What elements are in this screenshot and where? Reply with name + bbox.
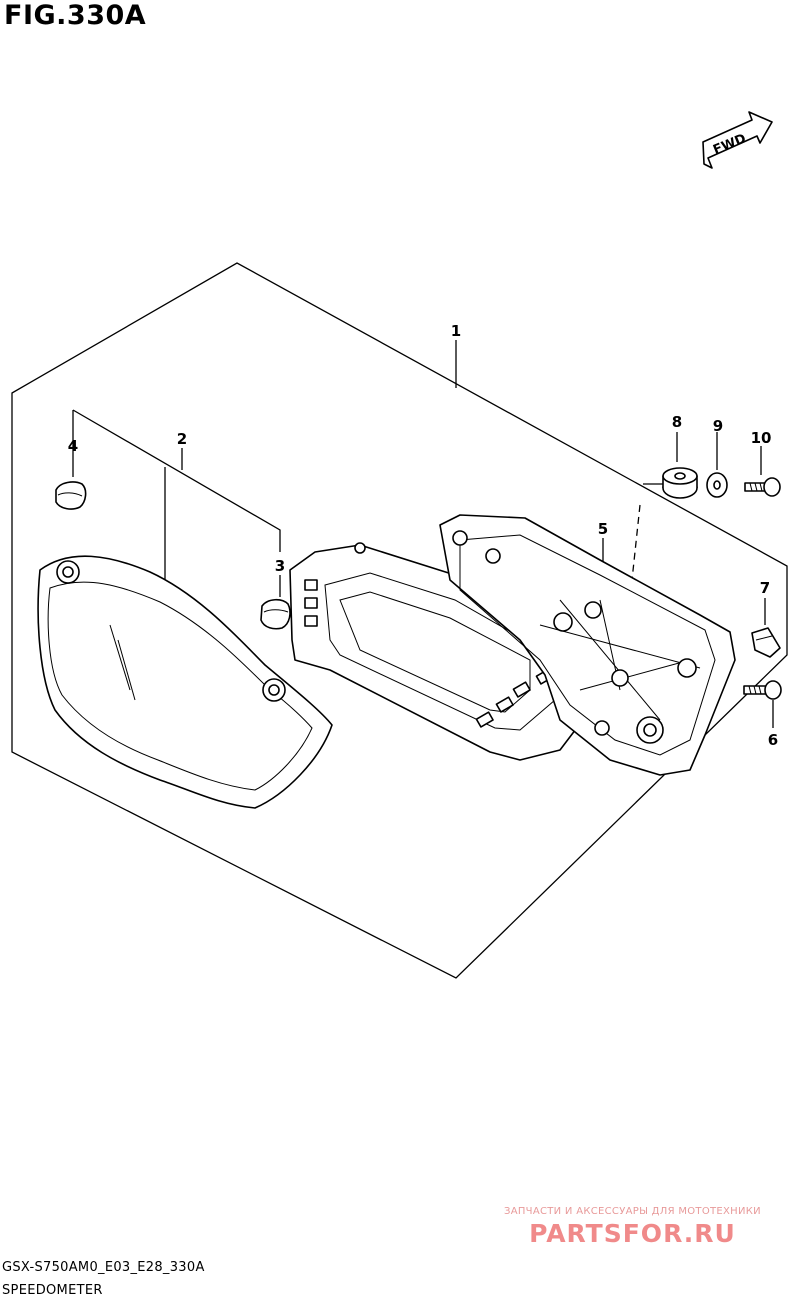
callout-1: 1 [451, 322, 461, 340]
watermark: ЗАПЧАСТИ И АКСЕССУАРЫ ДЛЯ МОТОТЕХНИКИ PA… [480, 1206, 785, 1248]
callout-3: 3 [275, 557, 285, 575]
speed-nut-part [751, 627, 781, 658]
figure-title: FIG.330A [4, 0, 147, 31]
callout-2: 2 [177, 430, 187, 448]
tapping-screw-part [743, 680, 782, 700]
grommet-part [55, 481, 87, 510]
callout-10: 10 [751, 429, 772, 447]
callout-7: 7 [760, 579, 770, 597]
rubber-grommet-part [662, 467, 698, 499]
callout-9: 9 [713, 417, 723, 435]
rear-case-part [439, 514, 736, 776]
figure-caption: SPEEDOMETER [2, 1283, 103, 1298]
model-code: GSX-S750AM0_E03_E28_330A [2, 1260, 205, 1275]
callout-6: 6 [768, 731, 778, 749]
assembly-outline [11, 262, 788, 979]
cushion-part [260, 598, 291, 630]
watermark-brand: PARTSFOR.RU [529, 1219, 736, 1248]
watermark-tagline: ЗАПЧАСТИ И АКСЕССУАРЫ ДЛЯ МОТОТЕХНИКИ [504, 1206, 761, 1217]
subassembly-bracket [72, 409, 281, 552]
fwd-arrow-icon: FWD [702, 111, 773, 169]
front-cover-part [37, 555, 333, 809]
callout-4: 4 [68, 437, 78, 455]
screw-part [744, 477, 781, 497]
callout-5: 5 [598, 520, 608, 538]
washer-part [706, 472, 728, 498]
callout-8: 8 [672, 413, 682, 431]
